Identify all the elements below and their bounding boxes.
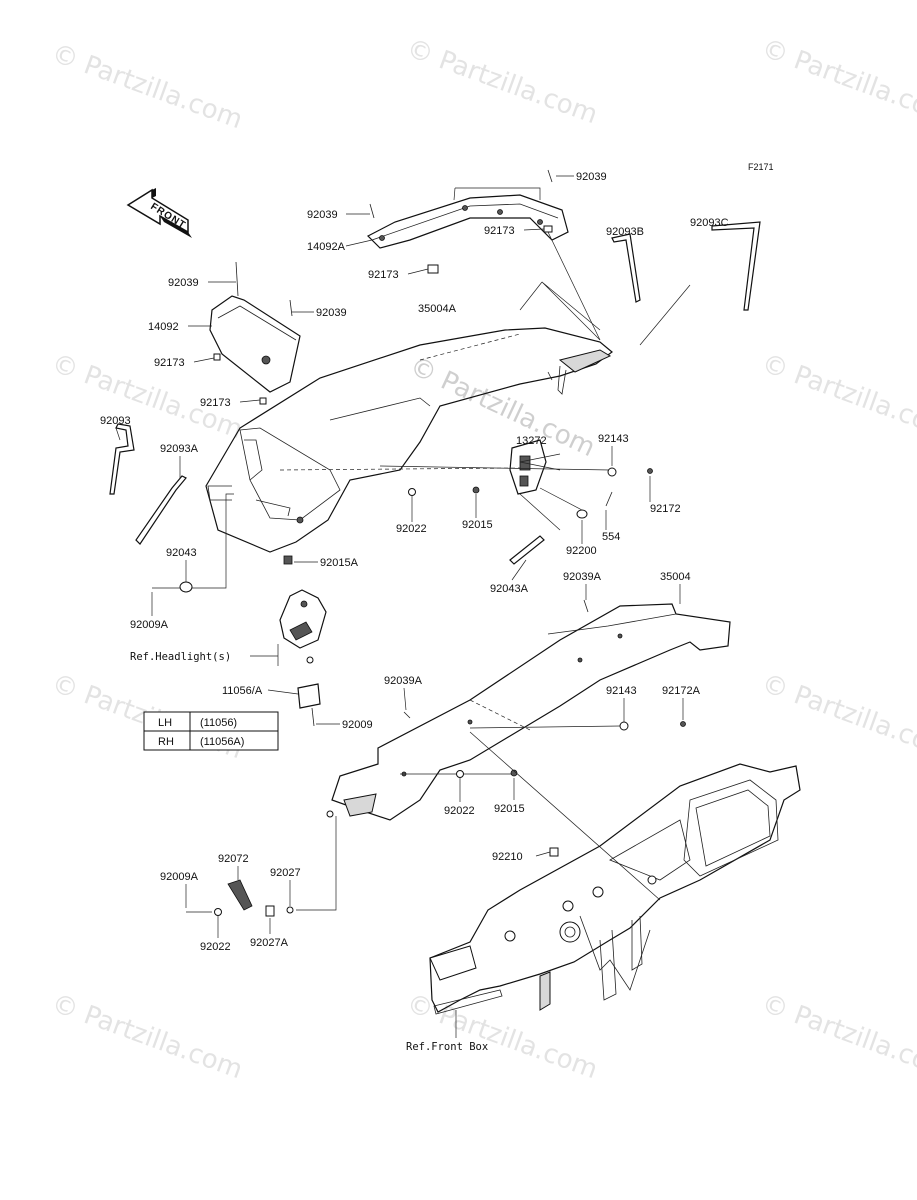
callout-92015: 92015 (494, 803, 525, 815)
callout-92039A: 92039A (563, 571, 602, 583)
front-box-assembly (429, 763, 801, 1015)
bracket-11056 (297, 683, 321, 709)
callout-92172A: 92172A (662, 685, 701, 697)
watermark: © Partzilla.com (758, 988, 917, 1085)
grommet-92043 (179, 581, 193, 593)
table-cell-part: (11056A) (200, 736, 244, 748)
callout-92200: 92200 (566, 545, 597, 557)
callout-92093C: 92093C (690, 217, 729, 229)
callout-92009A: 92009A (160, 871, 199, 883)
ref-11056-label: 11056/A (222, 685, 263, 697)
watermark: © Partzilla.com (403, 33, 602, 130)
callout-92173: 92173 (368, 269, 399, 281)
callout-92039: 92039 (307, 209, 338, 221)
washer-92200 (576, 509, 588, 519)
trim-14092 (209, 261, 301, 405)
screw-92039A (403, 711, 411, 719)
callout-92093B: 92093B (606, 226, 644, 238)
variant-table: LH (11056) RH (11056A) (143, 711, 279, 751)
headlight-bracket (279, 589, 327, 664)
callout-92093: 92093 (100, 415, 131, 427)
housing-35004 (326, 603, 731, 821)
screw-92039 (369, 203, 375, 219)
strip-92093C (711, 221, 761, 311)
washer-92022 (214, 908, 222, 916)
bolt-92043A (509, 535, 545, 565)
watermark: © Partzilla.com (758, 348, 917, 445)
callout-35004A: 35004A (418, 303, 457, 315)
callout-92143: 92143 (606, 685, 637, 697)
callout-92173: 92173 (200, 397, 231, 409)
washer-92143 (619, 721, 629, 731)
seal-92093A (135, 475, 187, 545)
watermark: © Partzilla.com (403, 988, 602, 1085)
washer-92022 (456, 770, 464, 778)
screw-92039 (547, 169, 553, 183)
callout-92039A: 92039A (384, 675, 423, 687)
clip-92072 (227, 879, 253, 911)
callout-14092A: 14092A (307, 241, 346, 253)
callout-554: 554 (602, 531, 620, 543)
front-arrow-icon: FRONT (126, 188, 192, 238)
callout-35004: 35004 (660, 571, 691, 583)
strip-92093B (611, 233, 641, 303)
roof-35004A (205, 327, 613, 553)
callout-92022: 92022 (396, 523, 427, 535)
watermark: © Partzilla.com (48, 38, 247, 135)
callout-92173: 92173 (484, 225, 515, 237)
table-cell-side: LH (158, 717, 172, 729)
callout-92143: 92143 (598, 433, 629, 445)
screw-92009 (311, 707, 315, 727)
callout-92022: 92022 (200, 941, 231, 953)
callout-92039: 92039 (576, 171, 607, 183)
label-leaders (115, 175, 684, 938)
callout-92009A: 92009A (130, 619, 169, 631)
seal-92093 (109, 423, 135, 495)
callout-92072: 92072 (218, 853, 249, 865)
clip-554 (605, 491, 613, 507)
callout-92039: 92039 (316, 307, 347, 319)
screw-92039A (583, 599, 589, 613)
callout-14092: 14092 (148, 321, 179, 333)
callout-92039: 92039 (168, 277, 199, 289)
nut-92015A (283, 555, 293, 565)
callout-92043A: 92043A (490, 583, 529, 595)
ref-front-box-label: Ref.Front Box (406, 1041, 488, 1053)
screw-92172A (680, 721, 686, 727)
table-cell-side: RH (158, 736, 174, 748)
bracket-13272 (509, 439, 547, 495)
watermarks: © Partzilla.com © Partzilla.com © Partzi… (48, 33, 917, 1085)
callout-92022: 92022 (444, 805, 475, 817)
washer-92143 (607, 467, 617, 477)
callout-92093A: 92093A (160, 443, 199, 455)
screw-92172 (647, 468, 653, 474)
callout-92172: 92172 (650, 503, 681, 515)
callout-92173: 92173 (154, 357, 185, 369)
callout-92015A: 92015A (320, 557, 359, 569)
nut-92015 (510, 769, 518, 777)
ref-headlights-label: Ref.Headlight(s) (130, 651, 231, 663)
callout-92027: 92027 (270, 867, 301, 879)
trim-14092A (366, 194, 569, 274)
collar-92027A (265, 905, 275, 917)
callout-labels: 92039 92039 14092A 92173 92173 92093B 92… (100, 171, 729, 1053)
table-cell-part: (11056) (200, 717, 237, 729)
watermark: © Partzilla.com (758, 33, 917, 130)
diagram-id: F2171 (748, 162, 774, 172)
nut-92015 (472, 486, 480, 494)
callout-92009: 92009 (342, 719, 373, 731)
watermark: © Partzilla.com (758, 668, 917, 765)
callout-92043: 92043 (166, 547, 197, 559)
washer-92022 (408, 488, 416, 496)
watermark: © Partzilla.com (48, 988, 247, 1085)
callout-92015: 92015 (462, 519, 493, 531)
callout-92027A: 92027A (250, 937, 289, 949)
callout-13272: 13272 (516, 435, 547, 447)
callout-92210: 92210 (492, 851, 523, 863)
washer-92027 (286, 906, 294, 914)
